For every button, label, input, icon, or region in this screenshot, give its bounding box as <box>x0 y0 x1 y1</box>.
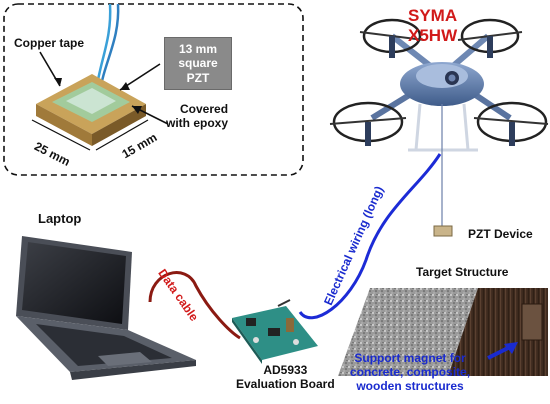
covered-line-1: Covered <box>180 102 229 116</box>
covered-line-2: with epoxy <box>166 115 229 130</box>
drone-image <box>329 18 549 228</box>
data-cable-line <box>148 271 241 340</box>
pzt-line-1: 13 mm <box>178 42 218 56</box>
label-pzt-box: 13 mm square PZT <box>164 37 232 91</box>
board-line-1: AD5933 <box>263 363 308 377</box>
drone-model-line-2: X5HW <box>408 25 458 45</box>
label-covered: Covered with epoxy <box>166 102 229 131</box>
dim-line-width <box>31 119 91 151</box>
pzt-sensor-image <box>36 3 146 146</box>
label-drone-model: SYMA X5HW <box>408 6 457 45</box>
label-target-structure: Target Structure <box>416 265 509 279</box>
label-evaluation-board: AD5933 Evaluation Board <box>236 363 335 392</box>
dim-line-depth <box>95 119 149 151</box>
magnet-line-2: concrete, composite, <box>350 364 471 379</box>
magnet-line-3: wooden structures <box>356 378 464 393</box>
drone-model-line-1: SYMA <box>408 6 458 25</box>
magnet-line-1: Support magnet for <box>354 351 466 365</box>
pzt-device-image <box>433 225 453 237</box>
electrical-wiring-line <box>298 153 442 320</box>
label-support-magnet: Support magnet for concrete, composite, … <box>350 351 471 393</box>
inset-frame <box>3 3 304 176</box>
board-line-2: Evaluation Board <box>236 376 335 391</box>
evaluation-board-image <box>232 299 318 364</box>
label-pzt-device: PZT Device <box>468 227 533 241</box>
label-copper-tape: Copper tape <box>14 36 85 50</box>
laptop-image <box>16 236 196 380</box>
pzt-line-2: square <box>178 56 218 71</box>
label-laptop: Laptop <box>38 211 82 226</box>
target-structure-image <box>338 288 548 376</box>
pzt-line-3: PZT <box>186 70 210 85</box>
